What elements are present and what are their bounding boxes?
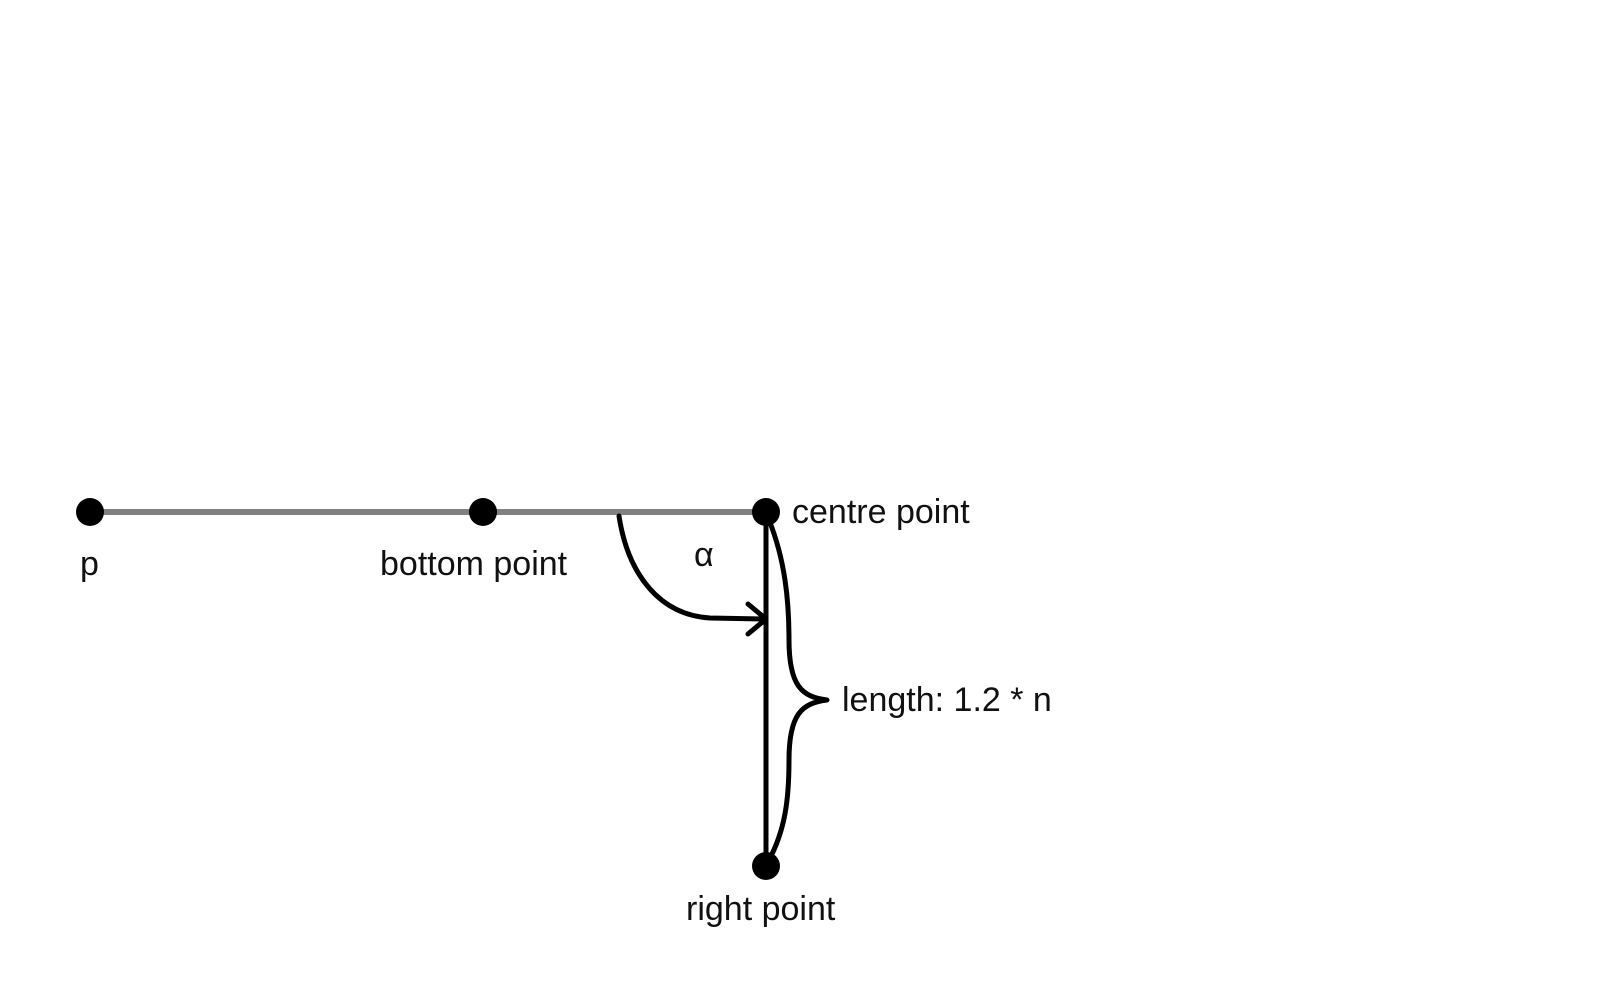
angle-alpha-arc [616, 513, 767, 622]
length-curly-brace [766, 517, 830, 863]
right-point-marker [752, 852, 780, 880]
right-point-label: right point [686, 890, 836, 928]
point-p-label: p [80, 545, 99, 583]
angle-alpha-label: α [694, 536, 714, 574]
bottom-point-label: bottom point [380, 545, 568, 583]
bottom-point-marker [469, 498, 497, 526]
angle-alpha-arrowhead [745, 601, 769, 637]
centre-point-marker [752, 498, 780, 526]
length-label: length: 1.2 * n [842, 681, 1052, 719]
centre-point-label: centre point [792, 493, 970, 531]
point-p-marker [76, 498, 104, 526]
